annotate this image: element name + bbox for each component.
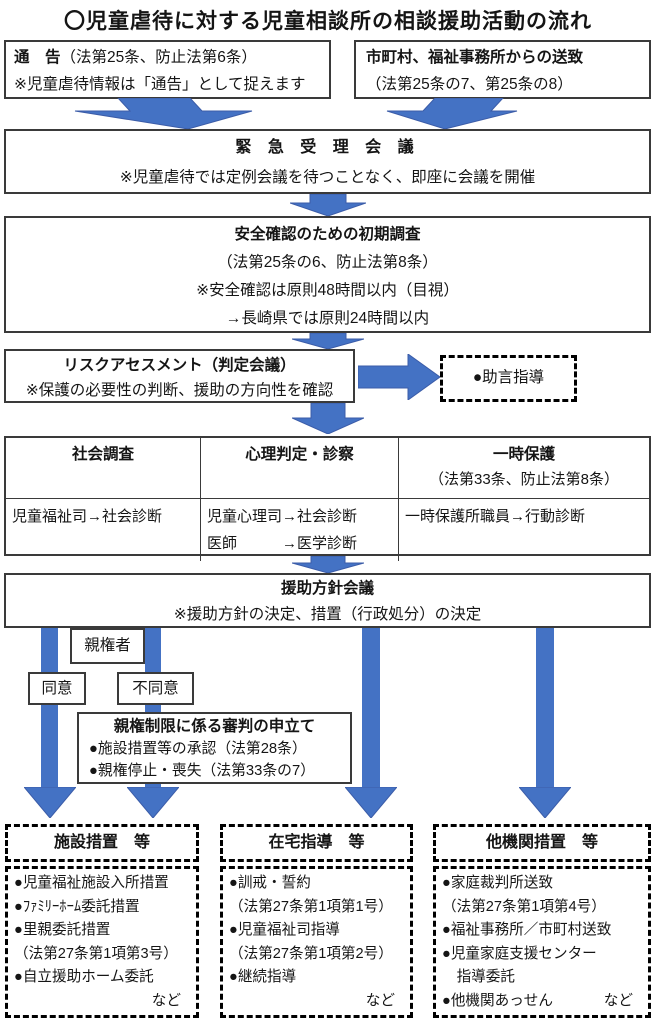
list-item: ●里親委託措置 bbox=[14, 922, 111, 939]
dissent-box: 不同意 bbox=[117, 672, 194, 705]
notification-note: ※児童虐待情報は「通告」として捉えます bbox=[14, 76, 306, 93]
list-item: ●自立援助ホーム委託 bbox=[14, 969, 154, 986]
risk-assessment-title: リスクアセスメント（判定会議） bbox=[63, 357, 296, 374]
flow-bar-consent bbox=[41, 628, 58, 788]
initial-survey-law: （法第25条の6、防止法第8条） bbox=[217, 254, 438, 271]
flow-bar-home bbox=[362, 628, 380, 788]
notification-box: 通 告（法第25条、防止法第6条） ※児童虐待情報は「通告」として捉えます bbox=[4, 40, 331, 99]
advice-guidance-box: ●助言指導 bbox=[440, 355, 577, 402]
down-arrow-notify-icon bbox=[74, 98, 253, 130]
down-arrow-referral-icon bbox=[386, 98, 518, 130]
down-arrowhead-icon bbox=[519, 787, 571, 818]
table-header-social: 社会調査 bbox=[6, 438, 201, 499]
table-cell-social: 児童福祉司→社会診断 bbox=[6, 499, 201, 561]
initial-survey-note2: →長崎県では原則24時間以内 bbox=[225, 310, 430, 327]
consent-label: 同意 bbox=[41, 680, 73, 697]
policy-meeting-title: 援助方針会議 bbox=[280, 580, 374, 597]
emergency-meeting-title: 緊 急 受 理 会 議 bbox=[235, 139, 420, 156]
notification-title: 通 告 bbox=[14, 49, 61, 66]
down-arrowhead-icon bbox=[127, 787, 179, 818]
flow-bar-other bbox=[536, 628, 554, 788]
outcome-facility-box: ●児童福祉施設入所措置 ●ﾌｧﾐﾘｰﾎｰﾑ委託措置 ●里親委託措置 （法第27条… bbox=[5, 866, 199, 1018]
list-footer: など bbox=[151, 992, 181, 1009]
advice-guidance-label: ●助言指導 bbox=[472, 369, 545, 386]
list-item: （法第27条第1項第1号） bbox=[229, 898, 393, 915]
emergency-meeting-note: ※児童虐待では定例会議を待つことなく、即座に会議を開催 bbox=[119, 169, 536, 186]
survey-table: 社会調査 心理判定・診察 一時保護 （法第33条、防止法第8条） 児童福祉司→社… bbox=[4, 436, 651, 561]
table-header-psych: 心理判定・診察 bbox=[201, 438, 399, 499]
list-item: ●福祉事務所／市町村送致 bbox=[442, 922, 612, 939]
list-item: ●児童福祉司指導 bbox=[229, 922, 340, 939]
outcome-other-box: ●家庭裁判所送致 （法第27条第1項第4号） ●福祉事務所／市町村送致 ●児童家… bbox=[433, 866, 651, 1018]
list-item: ●継続指導 bbox=[229, 969, 297, 986]
table-cell-protection: 一時保護所職員→行動診断 bbox=[405, 508, 586, 525]
risk-assessment-note: ※保護の必要性の判断、援助の方向性を確認 bbox=[25, 382, 334, 399]
outcome-other-header: 他機関措置 等 bbox=[433, 824, 651, 862]
list-item: （法第27条第1項第4号） bbox=[442, 898, 606, 915]
down-arrowhead-icon bbox=[345, 787, 397, 818]
custody-petition-item: ●親権停止・喪失（法第33条の7） bbox=[89, 763, 315, 779]
referral-law: （法第25条の7、第25条の8） bbox=[366, 76, 573, 93]
list-item: （法第27条第1項第3号） bbox=[14, 945, 178, 962]
outcome-home-header: 在宅指導 等 bbox=[220, 824, 413, 862]
custody-petition-title: 親権制限に係る審判の申立て bbox=[113, 718, 316, 735]
down-arrow-icon bbox=[292, 333, 364, 349]
emergency-meeting-box: 緊 急 受 理 会 議 ※児童虐待では定例会議を待つことなく、即座に会議を開催 bbox=[4, 129, 651, 194]
list-item: ●児童福祉施設入所措置 bbox=[14, 875, 169, 891]
down-arrow-icon bbox=[292, 556, 364, 573]
down-arrow-icon bbox=[290, 194, 366, 216]
referral-box: 市町村、福祉事務所からの送致 （法第25条の7、第25条の8） bbox=[354, 40, 651, 99]
table-cell-psych: 児童心理司→社会診断 医師 →医学診断 bbox=[201, 499, 399, 561]
page-title: 〇児童虐待に対する児童相談所の相談援助活動の流れ bbox=[64, 10, 592, 33]
notification-law: （法第25条、防止法第6条） bbox=[60, 49, 257, 66]
dissent-label: 不同意 bbox=[132, 680, 179, 697]
risk-assessment-box: リスクアセスメント（判定会議） ※保護の必要性の判断、援助の方向性を確認 bbox=[4, 349, 355, 403]
table-header-protection: 一時保護 （法第33条、防止法第8条） bbox=[399, 438, 649, 499]
custody-petition-item: ●施設措置等の承認（法第28条） bbox=[89, 741, 307, 757]
list-item: （法第27条第1項第2号） bbox=[229, 945, 393, 962]
initial-survey-box: 安全確認のための初期調査 （法第25条の6、防止法第8条） ※安全確認は原則48… bbox=[4, 216, 651, 333]
outcome-facility-header: 施設措置 等 bbox=[5, 824, 199, 862]
guardian-label: 親権者 bbox=[84, 637, 131, 654]
right-arrow-icon bbox=[358, 354, 440, 400]
consent-box: 同意 bbox=[28, 672, 86, 705]
list-item: ●訓戒・誓約 bbox=[229, 875, 311, 891]
list-item: ●家庭裁判所送致 bbox=[442, 875, 553, 891]
outcome-home-box: ●訓戒・誓約 （法第27条第1項第1号） ●児童福祉司指導 （法第27条第1項第… bbox=[220, 866, 413, 1018]
list-item: 指導委託 bbox=[442, 969, 515, 986]
list-footer: ●他機関あっせん など bbox=[442, 992, 633, 1009]
referral-title: 市町村、福祉事務所からの送致 bbox=[366, 49, 584, 66]
notification-title-line: 通 告（法第25条、防止法第6条） bbox=[14, 44, 321, 71]
initial-survey-note1: ※安全確認は原則48時間以内（目視） bbox=[196, 282, 459, 299]
initial-survey-title: 安全確認のための初期調査 bbox=[234, 226, 421, 243]
guardian-box: 親権者 bbox=[70, 628, 145, 664]
policy-meeting-box: 援助方針会議 ※援助方針の決定、措置（行政処分）の決定 bbox=[4, 573, 651, 628]
list-item: ●児童家庭支援センター bbox=[442, 945, 597, 962]
list-footer: など bbox=[365, 992, 395, 1009]
custody-petition-box: 親権制限に係る審判の申立て ●施設措置等の承認（法第28条） ●親権停止・喪失（… bbox=[77, 712, 352, 784]
down-arrowhead-icon bbox=[24, 787, 76, 818]
policy-meeting-note: ※援助方針の決定、措置（行政処分）の決定 bbox=[173, 606, 482, 623]
list-item: ●ﾌｧﾐﾘｰﾎｰﾑ委託措置 bbox=[14, 898, 140, 915]
down-arrow-icon bbox=[292, 403, 364, 434]
